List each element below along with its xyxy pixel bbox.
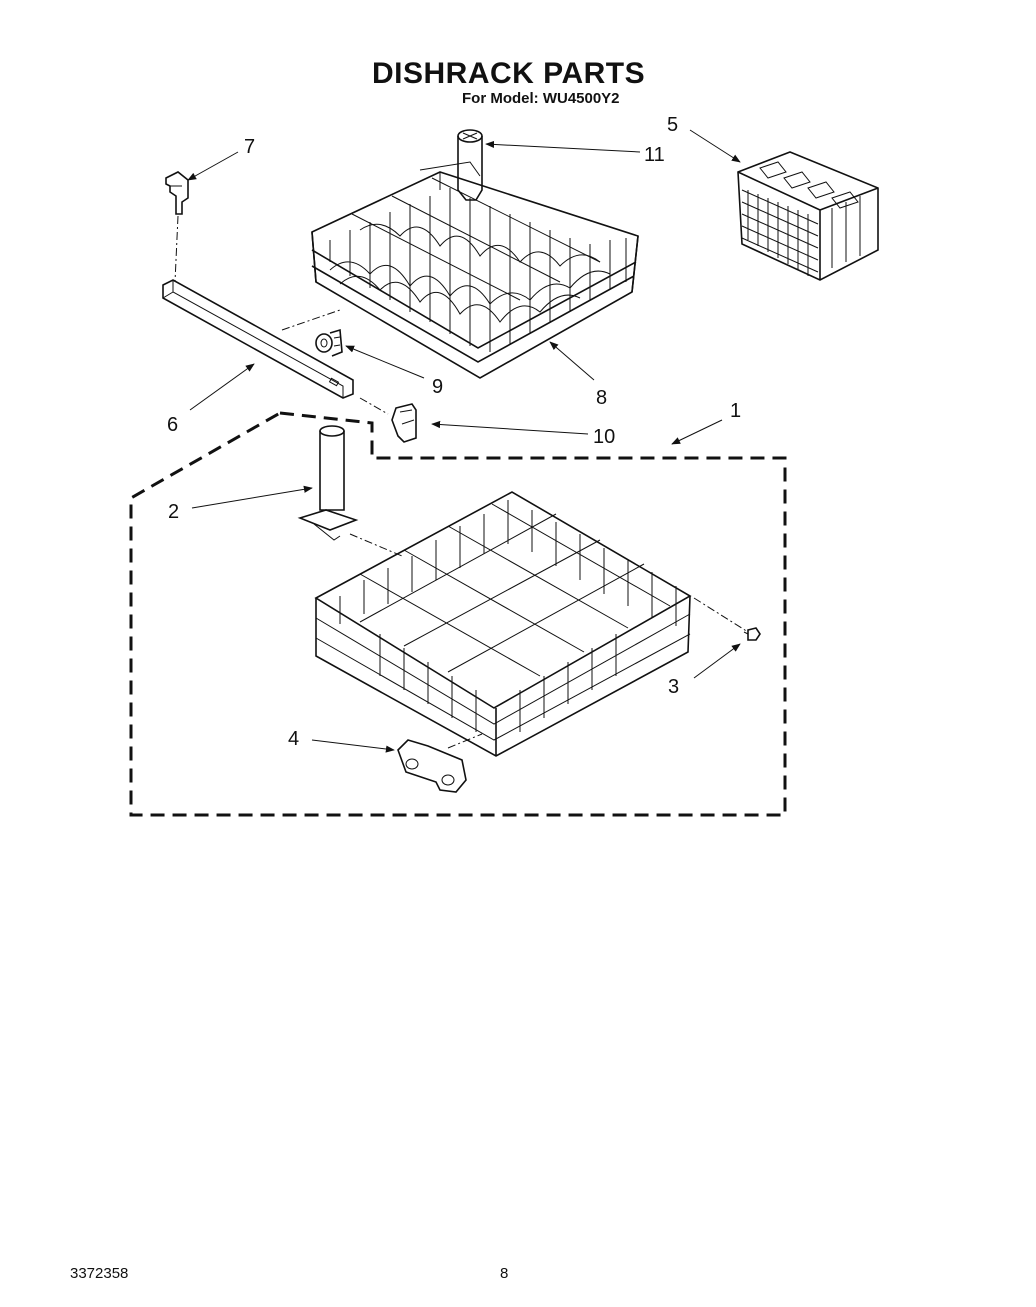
callout-7: 7 [244, 136, 255, 158]
leader-1 [671, 419, 723, 445]
part-9-wheel [315, 328, 343, 357]
part-4-wheel-carrier [397, 733, 483, 793]
callout-1: 1 [730, 400, 741, 422]
callout-11: 11 [644, 144, 665, 166]
part-1-lower-rack [314, 491, 749, 757]
callout-4: 4 [288, 728, 299, 750]
leader-10 [431, 420, 589, 435]
callout-9: 9 [432, 376, 443, 398]
callout-leaders [187, 129, 741, 753]
callout-3: 3 [668, 676, 679, 698]
callout-10: 10 [593, 426, 615, 448]
callout-5: 5 [667, 114, 678, 136]
part-8-upper-rack [311, 161, 639, 379]
model-subtitle: For Model: WU4500Y2 [462, 90, 620, 107]
part-11-upper-tower [457, 129, 483, 201]
leader-7 [187, 151, 239, 181]
part-3-rack-stud [743, 627, 761, 641]
part-7-clip [165, 171, 189, 283]
part-5-silverware-basket [737, 151, 879, 281]
leader-11 [485, 140, 641, 153]
callout-2: 2 [168, 501, 179, 523]
leader-5 [689, 129, 741, 163]
page-title: DISHRACK PARTS [372, 57, 646, 90]
page-number: 8 [500, 1265, 509, 1282]
leader-2 [191, 485, 313, 509]
leader-3 [693, 643, 741, 679]
part-6-rail [162, 279, 389, 415]
leader-9 [345, 345, 425, 379]
leader-4 [311, 739, 395, 753]
lower-rack-assembly-boundary [129, 411, 787, 817]
part-10-rail-stop [391, 403, 417, 443]
callout-8: 8 [596, 387, 607, 409]
leader-8 [549, 341, 595, 381]
document-number: 3372358 [70, 1265, 129, 1282]
leader-6 [189, 363, 255, 411]
callout-6: 6 [167, 414, 178, 436]
part-2-lower-tower [297, 425, 403, 557]
